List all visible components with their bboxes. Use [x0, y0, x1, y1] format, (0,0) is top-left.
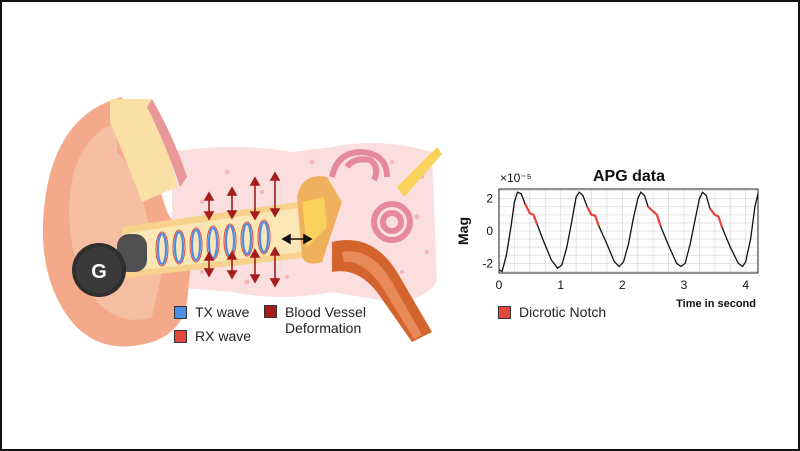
y-tick-label: 2 [486, 192, 493, 206]
legend-notch: Dicrotic Notch [498, 304, 606, 320]
y-exponent: ×10⁻⁵ [500, 171, 532, 185]
deformation-arrows [203, 171, 281, 288]
legend-rx-swatch [174, 329, 187, 343]
dicrotic-notch-segment [647, 206, 662, 227]
dicrotic-notch-segment [709, 207, 724, 229]
eardrum-arrow [281, 233, 313, 245]
dicrotic-notch-segment [523, 203, 539, 225]
cochlea-icon [329, 148, 413, 243]
plot-frame [498, 188, 759, 274]
earbud-icon: G [72, 234, 147, 297]
legend-tx: TX wave [174, 304, 249, 320]
earbud-logo: G [91, 261, 107, 283]
auditory-nerve [397, 147, 442, 197]
x-tick-label: 2 [619, 278, 626, 292]
dicrotic-notch-segment [586, 206, 600, 227]
x-tick-label: 4 [742, 278, 749, 292]
chart-title: APG data [593, 168, 665, 185]
ossicles [302, 197, 327, 247]
legend-notch-swatch [498, 305, 511, 319]
x-tick-label: 1 [557, 278, 564, 292]
legend-tx-swatch [174, 305, 187, 319]
x-axis-label: Time in second [676, 298, 756, 310]
x-tick-label: 3 [681, 278, 688, 292]
dicrotic-notch-segments [523, 203, 724, 229]
legend-rx-label: RX wave [195, 328, 252, 344]
legend-rx: RX wave [174, 328, 251, 344]
y-axis-label: Mag [455, 217, 471, 245]
legend-vessel-label-2: Deformation [285, 320, 362, 336]
apg-series-line [498, 191, 759, 273]
chart-grid [498, 189, 758, 273]
legend-vessel: Blood Vessel Deformation [264, 304, 366, 336]
y-tick-label: -2 [482, 256, 493, 270]
legend-tx-label: TX wave [195, 304, 250, 320]
x-tick-label: 0 [496, 278, 503, 292]
legend-vessel-swatch [264, 305, 277, 318]
legend-vessel-label-1: Blood Vessel [285, 304, 366, 320]
legend-notch-label: Dicrotic Notch [519, 304, 607, 320]
y-tick-label: 0 [486, 224, 493, 238]
